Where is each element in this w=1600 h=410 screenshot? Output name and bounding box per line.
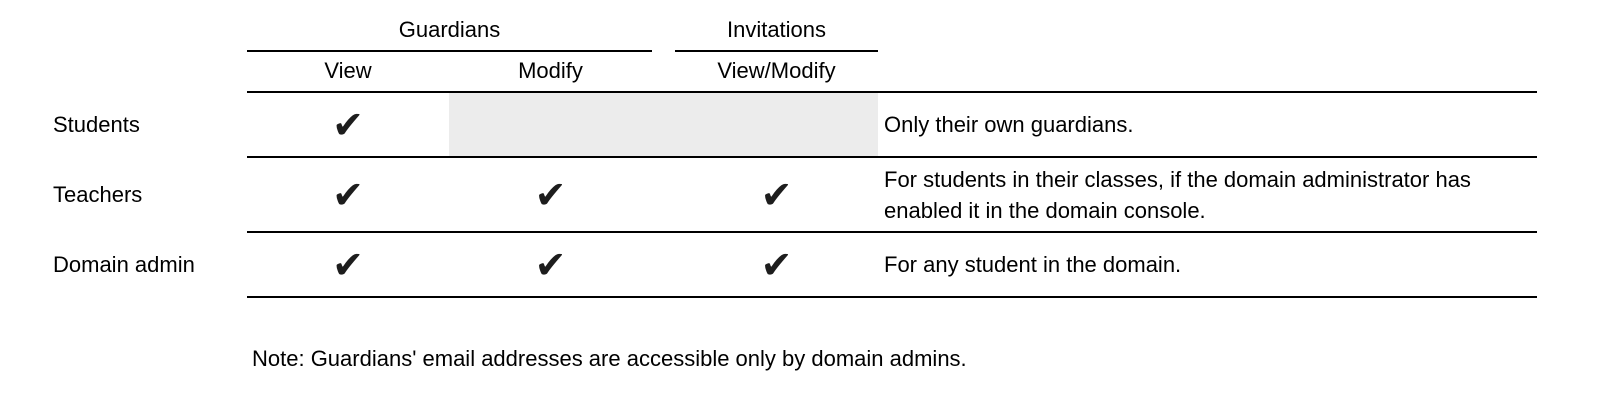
check-icon: ✔ — [332, 242, 364, 287]
check-icon: ✔ — [332, 102, 364, 147]
column-group-invitations-label: Invitations — [726, 17, 827, 42]
guardians-group-underline — [247, 50, 652, 52]
note-students: Only their own guardians. — [884, 112, 1134, 137]
column-header-modify: Modify — [518, 58, 583, 83]
check-icon: ✔ — [534, 242, 567, 287]
table-rule-header — [247, 91, 1537, 93]
row-label-teachers: Teachers — [53, 181, 143, 207]
column-header-view-modify: View/Modify — [717, 58, 836, 83]
column-group-guardians-label: Guardians — [398, 17, 501, 42]
table-rule-after-domain-admin — [247, 296, 1537, 298]
check-icon: ✔ — [534, 172, 567, 217]
check-icon: ✔ — [760, 172, 793, 217]
row-label-domain-admin: Domain admin — [53, 251, 195, 277]
check-icon: ✔ — [760, 242, 793, 287]
table-rule-after-teachers — [247, 231, 1537, 233]
table-rule-after-students — [247, 156, 1537, 158]
invitations-group-underline — [675, 50, 878, 52]
students-disabled-cells — [449, 93, 878, 156]
note-domain-admin: For any student in the domain. — [884, 252, 1182, 277]
table-footnote: Note: Guardians' email addresses are acc… — [252, 346, 967, 371]
note-teachers: For students in their classes, if the do… — [884, 166, 1471, 223]
column-header-view: View — [324, 58, 372, 83]
row-label-students: Students — [53, 111, 140, 137]
check-icon: ✔ — [332, 172, 364, 217]
